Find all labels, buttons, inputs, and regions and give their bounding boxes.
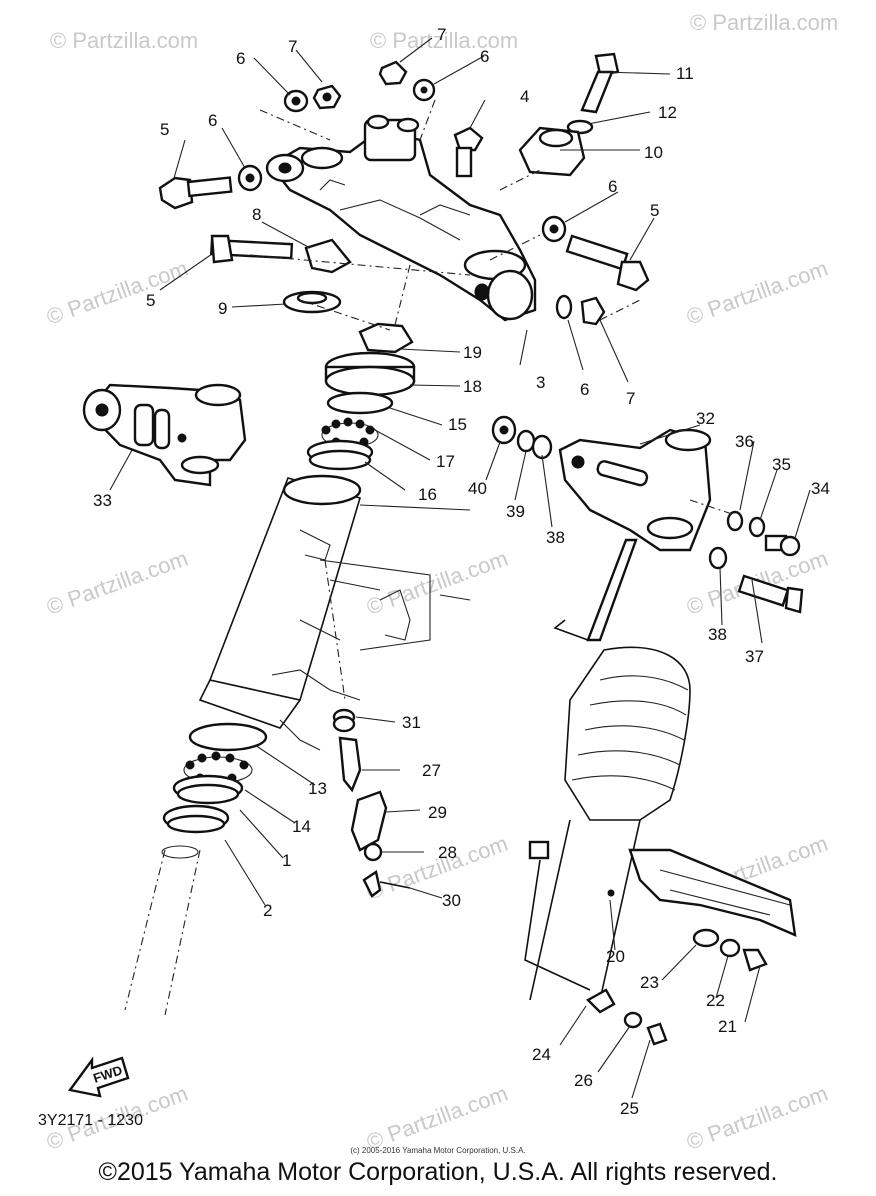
callout-7: 7: [288, 37, 297, 56]
callout-27: 27: [422, 761, 441, 780]
headlight-bracket-left-drawing: [82, 383, 247, 487]
callout-6: 6: [580, 380, 589, 399]
steering-stem-bearings-drawing: [306, 322, 416, 471]
small-copyright: (c) 2005-2016 Yamaha Motor Corporation, …: [350, 1146, 526, 1155]
callout-17: 17: [436, 452, 455, 471]
callout-9: 9: [218, 299, 227, 318]
frame-head-pipe-drawing: [198, 474, 471, 751]
callout-3: 3: [536, 373, 545, 392]
callout-7: 7: [626, 389, 635, 408]
watermark: © Partzilla.com: [690, 10, 838, 35]
callout-18: 18: [463, 377, 482, 396]
watermark: © Partzilla.com: [683, 256, 831, 330]
callout-6: 6: [208, 111, 217, 130]
top-fasteners-drawing: [158, 52, 650, 326]
callout-1: 1: [282, 851, 291, 870]
callout-19: 19: [463, 343, 482, 362]
callout-22: 22: [706, 991, 725, 1010]
callout-33: 33: [93, 491, 112, 510]
callout-39: 39: [506, 502, 525, 521]
callout-11: 11: [676, 64, 694, 83]
callout-5: 5: [146, 291, 155, 310]
watermark: © Partzilla.com: [43, 546, 191, 620]
callout-35: 35: [772, 455, 791, 474]
callout-40: 40: [468, 479, 487, 498]
callout-8: 8: [252, 205, 261, 224]
callout-28: 28: [438, 843, 457, 862]
callout-32: 32: [696, 409, 715, 428]
watermark: © Partzilla.com: [370, 28, 518, 53]
callout-26: 26: [574, 1071, 593, 1090]
callout-6: 6: [608, 177, 617, 196]
callout-38: 38: [708, 625, 727, 644]
copyright-notice: ©2015 Yamaha Motor Corporation, U.S.A. A…: [98, 1158, 778, 1186]
watermark: © Partzilla.com: [363, 1081, 511, 1155]
watermark: © Partzilla.com: [683, 1081, 831, 1155]
diagram-code: 3Y2171 - 1230: [38, 1112, 143, 1129]
headlight-bracket-right-drawing: [491, 415, 804, 642]
callout-5: 5: [160, 120, 169, 139]
callout-37: 37: [745, 647, 764, 666]
watermark: © Partzilla.com: [363, 546, 511, 620]
callout-24: 24: [532, 1045, 551, 1064]
callout-36: 36: [735, 432, 754, 451]
callout-12: 12: [658, 103, 677, 122]
callout-25: 25: [620, 1099, 639, 1118]
watermark: © Partzilla.com: [43, 256, 191, 330]
callout-7: 7: [437, 25, 446, 44]
callout-29: 29: [428, 803, 447, 822]
front-fork-drawing: [524, 646, 797, 1046]
leader-lines: [109, 37, 811, 1099]
callout-6: 6: [480, 47, 489, 66]
callout-14: 14: [292, 817, 311, 836]
watermark: © Partzilla.com: [363, 831, 511, 905]
callout-20: 20: [606, 947, 625, 966]
callout-10: 10: [644, 143, 663, 162]
watermark: © Partzilla.com: [50, 28, 198, 53]
callout-5: 5: [650, 201, 659, 220]
callout-2: 2: [263, 901, 272, 920]
callout-16: 16: [418, 485, 437, 504]
forward-direction-arrow: FWD: [67, 1056, 130, 1098]
callout-34: 34: [811, 479, 830, 498]
callout-15: 15: [448, 415, 467, 434]
callout-labels: 7 6 7 6 11 4 12 5 6 10 8 6 5 5 9 19 3 6 …: [93, 25, 830, 1118]
callout-6: 6: [236, 49, 245, 68]
callout-21: 21: [718, 1017, 737, 1036]
callout-4: 4: [520, 87, 529, 106]
callout-23: 23: [640, 973, 659, 992]
upper-bracket-drawing: [265, 114, 537, 322]
lower-bearings-drawing: [124, 722, 268, 1016]
steering-lock-drawing: [332, 708, 411, 898]
callout-31: 31: [402, 713, 421, 732]
callout-38: 38: [546, 528, 565, 547]
callout-30: 30: [442, 891, 461, 910]
callout-13: 13: [308, 779, 327, 798]
